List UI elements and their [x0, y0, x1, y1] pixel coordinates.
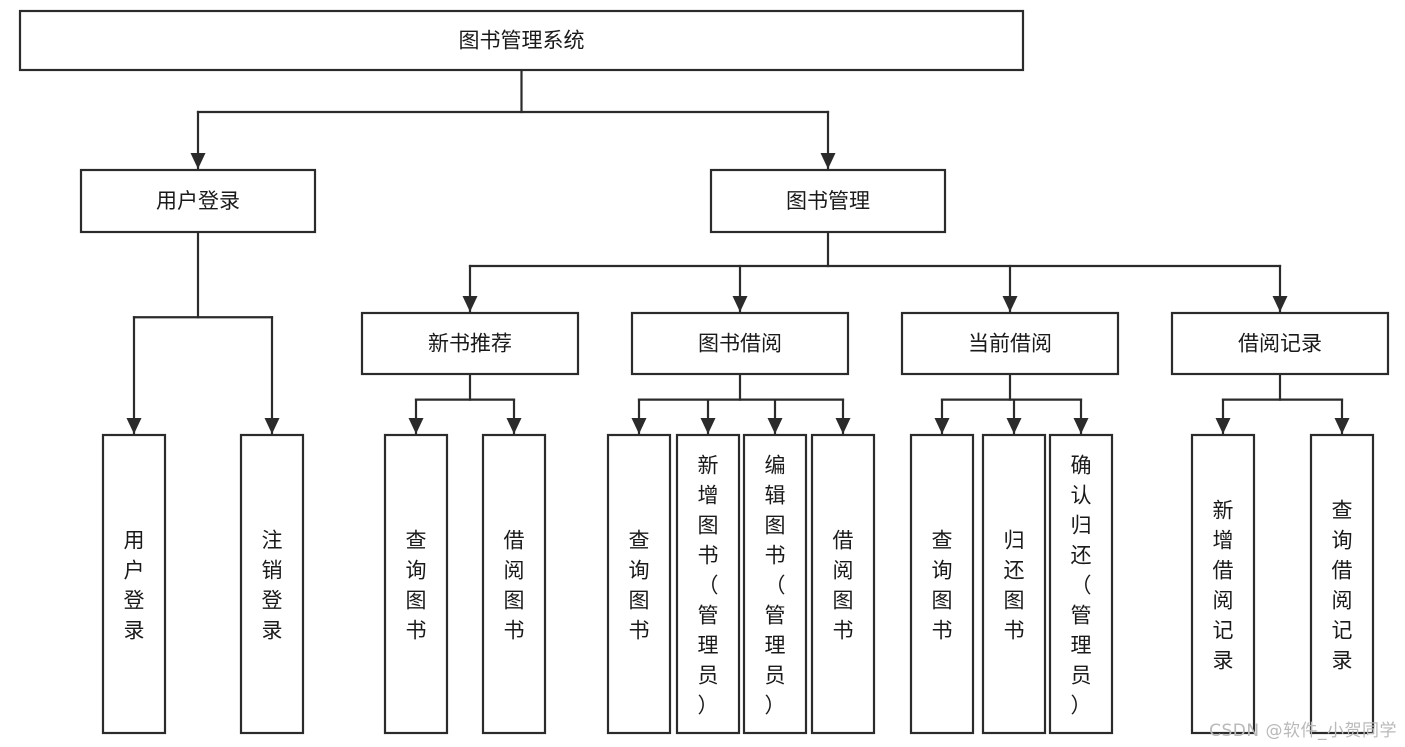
arrow-head — [1215, 418, 1231, 434]
node-label-leaf-query-record: 查询借阅记录 — [1332, 498, 1353, 672]
node-label-borrow-records: 借阅记录 — [1238, 332, 1322, 356]
connector-group-root — [190, 68, 836, 171]
arrow-head — [1073, 418, 1089, 434]
node-layer: 图书管理系统用户登录图书管理新书推荐图书借阅当前借阅借阅记录用户登录注销登录查询… — [18, 9, 1390, 735]
arrow-head — [1334, 418, 1350, 434]
arrow-head — [462, 296, 478, 312]
connector-group-borrow-records — [1215, 372, 1350, 436]
node-box-book-borrow — [630, 311, 850, 376]
arrow-head — [1006, 418, 1022, 434]
node-leaf-user-login[interactable]: 用户登录 — [101, 433, 167, 735]
arrow-head — [408, 418, 424, 434]
node-box-leaf-add-book — [675, 433, 741, 735]
node-label-leaf-query-book-borrow: 查询图书 — [629, 528, 650, 642]
node-leaf-query-book-cur[interactable]: 查询图书 — [909, 433, 975, 735]
connector-group-user-login — [126, 230, 280, 436]
node-label-leaf-borrow-book-rec: 借阅图书 — [504, 528, 525, 642]
arrow-head — [767, 418, 783, 434]
connector-group-current-borrow — [934, 372, 1089, 436]
node-box-leaf-logout — [239, 433, 305, 735]
arrow-head — [264, 418, 280, 434]
node-label-leaf-edit-book: 编辑图书（管理员） — [765, 453, 786, 717]
connector-group-book-management — [462, 230, 1288, 314]
arrow-head — [190, 153, 206, 169]
arrow-head — [1272, 296, 1288, 312]
arrow-head — [835, 418, 851, 434]
node-box-leaf-edit-book — [742, 433, 808, 735]
node-label-current-borrow: 当前借阅 — [968, 332, 1052, 356]
node-leaf-query-book-borrow[interactable]: 查询图书 — [606, 433, 672, 735]
node-box-new-book-recommend — [360, 311, 580, 376]
node-box-leaf-query-record — [1309, 433, 1375, 735]
node-leaf-query-record[interactable]: 查询借阅记录 — [1309, 433, 1375, 735]
arrow-head — [934, 418, 950, 434]
node-box-leaf-confirm-return — [1048, 433, 1114, 735]
node-book-management[interactable]: 图书管理 — [709, 168, 947, 234]
node-label-leaf-logout: 注销登录 — [262, 528, 283, 642]
node-new-book-recommend[interactable]: 新书推荐 — [360, 311, 580, 376]
arrow-head — [700, 418, 716, 434]
arrow-head — [1002, 296, 1018, 312]
node-leaf-borrow-book[interactable]: 借阅图书 — [810, 433, 876, 735]
node-leaf-query-book-rec[interactable]: 查询图书 — [383, 433, 449, 735]
node-label-leaf-confirm-return: 确认归还（管理员） — [1071, 453, 1092, 717]
node-label-leaf-add-book: 新增图书（管理员） — [698, 453, 719, 717]
node-box-user-login — [79, 168, 317, 234]
node-current-borrow[interactable]: 当前借阅 — [900, 311, 1120, 376]
node-borrow-records[interactable]: 借阅记录 — [1170, 311, 1390, 376]
node-leaf-confirm-return[interactable]: 确认归还（管理员） — [1048, 433, 1114, 735]
node-leaf-add-record[interactable]: 新增借阅记录 — [1190, 433, 1256, 735]
node-leaf-borrow-book-rec[interactable]: 借阅图书 — [481, 433, 547, 735]
node-label-root: 图书管理系统 — [459, 29, 585, 53]
node-book-borrow[interactable]: 图书借阅 — [630, 311, 850, 376]
node-leaf-logout[interactable]: 注销登录 — [239, 433, 305, 735]
node-box-leaf-borrow-book — [810, 433, 876, 735]
node-box-leaf-query-book-borrow — [606, 433, 672, 735]
node-box-leaf-user-login — [101, 433, 167, 735]
node-label-leaf-query-book-cur: 查询图书 — [932, 528, 953, 642]
node-leaf-edit-book[interactable]: 编辑图书（管理员） — [742, 433, 808, 735]
arrow-head — [631, 418, 647, 434]
csdn-watermark: CSDN @软件_小贺同学 — [1209, 721, 1397, 741]
node-box-leaf-return-book — [981, 433, 1047, 735]
node-box-leaf-query-book-rec — [383, 433, 449, 735]
connector-layer — [126, 68, 1350, 436]
node-label-leaf-user-login: 用户登录 — [124, 528, 145, 642]
connector-group-book-borrow — [631, 372, 851, 436]
node-box-leaf-borrow-book-rec — [481, 433, 547, 735]
node-box-current-borrow — [900, 311, 1120, 376]
node-box-root — [18, 9, 1025, 72]
node-label-book-management: 图书管理 — [786, 189, 870, 213]
node-box-leaf-add-record — [1190, 433, 1256, 735]
node-user-login[interactable]: 用户登录 — [79, 168, 317, 234]
node-root[interactable]: 图书管理系统 — [18, 9, 1025, 72]
node-label-new-book-recommend: 新书推荐 — [428, 332, 512, 356]
node-label-leaf-return-book: 归还图书 — [1004, 528, 1025, 642]
node-leaf-return-book[interactable]: 归还图书 — [981, 433, 1047, 735]
node-label-leaf-add-record: 新增借阅记录 — [1213, 498, 1234, 672]
node-label-leaf-borrow-book: 借阅图书 — [833, 528, 854, 642]
arrow-head — [820, 153, 836, 169]
arrow-head — [732, 296, 748, 312]
node-label-user-login: 用户登录 — [156, 189, 240, 213]
node-label-book-borrow: 图书借阅 — [698, 332, 782, 356]
node-box-borrow-records — [1170, 311, 1390, 376]
connector-group-new-book-recommend — [408, 372, 522, 436]
node-leaf-add-book[interactable]: 新增图书（管理员） — [675, 433, 741, 735]
arrow-head — [506, 418, 522, 434]
arrow-head — [126, 418, 142, 434]
node-box-book-management — [709, 168, 947, 234]
node-box-leaf-query-book-cur — [909, 433, 975, 735]
node-label-leaf-query-book-rec: 查询图书 — [406, 528, 427, 642]
